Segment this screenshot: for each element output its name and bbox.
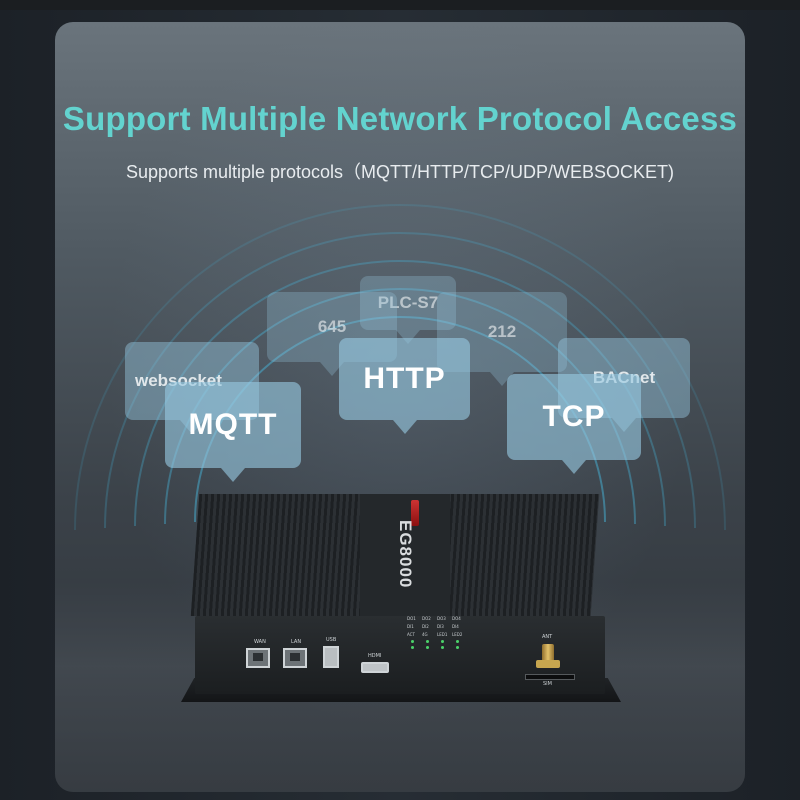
status-led [426, 646, 429, 649]
led-label-row: DI1 DI2 DI3 DI4 [407, 624, 467, 629]
promo-panel: Support Multiple Network Protocol Access… [55, 22, 745, 792]
status-led [426, 640, 429, 643]
led-label: LED1 [437, 632, 448, 637]
port-label-usb: USB [326, 637, 337, 643]
led-label: DI4 [452, 624, 459, 629]
sim-label: SIM [543, 681, 552, 687]
bubble-plc: PLC-S7 [360, 276, 456, 344]
antenna-label: ANT [542, 634, 553, 640]
led-label: DI3 [437, 624, 444, 629]
led-label: DI1 [407, 624, 414, 629]
bubble-tcp: TCP [507, 374, 641, 474]
subheadline: Supports multiple protocols（MQTT/HTTP/TC… [125, 162, 675, 182]
led-label: ACT [407, 632, 415, 637]
status-led [411, 646, 414, 649]
lan-port [283, 648, 307, 668]
bubble-mqtt: MQTT [165, 382, 301, 482]
port-label-wan: WAN [254, 639, 266, 645]
device-label-strip [360, 494, 450, 616]
antenna-base [536, 660, 560, 668]
port-label-lan: LAN [291, 639, 302, 645]
led-label: 4G [422, 632, 428, 637]
bubble-http: HTTP [339, 338, 470, 434]
status-led [441, 646, 444, 649]
sim-slot [525, 674, 575, 680]
brand-logo [411, 500, 419, 526]
led-label-row: ACT 4G LED1 LED2 [407, 632, 467, 637]
status-led [456, 646, 459, 649]
headline: Support Multiple Network Protocol Access [62, 100, 738, 137]
status-led-grid: DO1 DO2 DO3 DO4 DI1 DI2 DI3 DI4 ACT 4G L… [407, 616, 467, 666]
led-row [407, 640, 467, 643]
port-label-hdmi: HDMI [368, 653, 382, 659]
wan-port [246, 648, 270, 668]
bubble-645-label: 645 [317, 317, 347, 336]
top-bar [0, 0, 800, 10]
bubble-212-label: 212 [487, 322, 517, 341]
bubble-tcp-label: TCP [542, 400, 606, 433]
led-label: DO3 [437, 616, 446, 621]
led-row [407, 646, 467, 649]
led-label: DO2 [422, 616, 431, 621]
led-label: DO4 [452, 616, 461, 621]
status-led [411, 640, 414, 643]
usb-port [323, 646, 339, 668]
bubble-plc-label: PLC-S7 [377, 293, 439, 312]
status-led [441, 640, 444, 643]
bubble-mqtt-label: MQTT [188, 408, 278, 441]
led-label: DO1 [407, 616, 416, 621]
led-label: DI2 [422, 624, 429, 629]
device-model: EG8000 [396, 519, 415, 589]
led-label-row: DO1 DO2 DO3 DO4 [407, 616, 467, 621]
bubble-http-label: HTTP [363, 362, 446, 395]
hdmi-port [361, 662, 389, 673]
status-led [456, 640, 459, 643]
led-label: LED2 [452, 632, 463, 637]
